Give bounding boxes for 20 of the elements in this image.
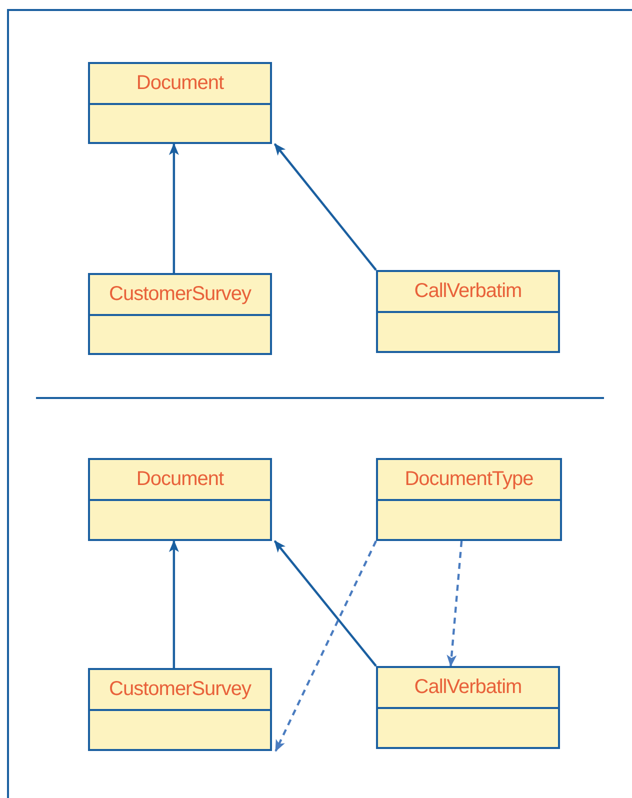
arrow xyxy=(168,540,179,668)
class-name: DocumentType xyxy=(404,468,534,492)
class-box xyxy=(88,458,272,541)
class-box xyxy=(88,668,272,751)
class-name: CallVerbatim xyxy=(414,676,522,700)
class-box xyxy=(88,273,272,355)
class-name: CustomerSurvey xyxy=(109,282,251,306)
class-name: Document xyxy=(136,72,224,95)
arrow xyxy=(274,540,377,752)
arrow xyxy=(274,540,377,667)
class-box xyxy=(376,666,560,749)
arrow xyxy=(168,143,179,273)
class-name: CustomerSurvey xyxy=(109,678,251,702)
class-box xyxy=(376,270,560,353)
class-name: Document xyxy=(136,468,224,492)
class-box xyxy=(88,62,272,144)
class-name: CallVerbatim xyxy=(414,280,522,304)
arrow xyxy=(274,143,377,271)
arrow xyxy=(446,540,463,667)
class-box xyxy=(376,458,562,541)
